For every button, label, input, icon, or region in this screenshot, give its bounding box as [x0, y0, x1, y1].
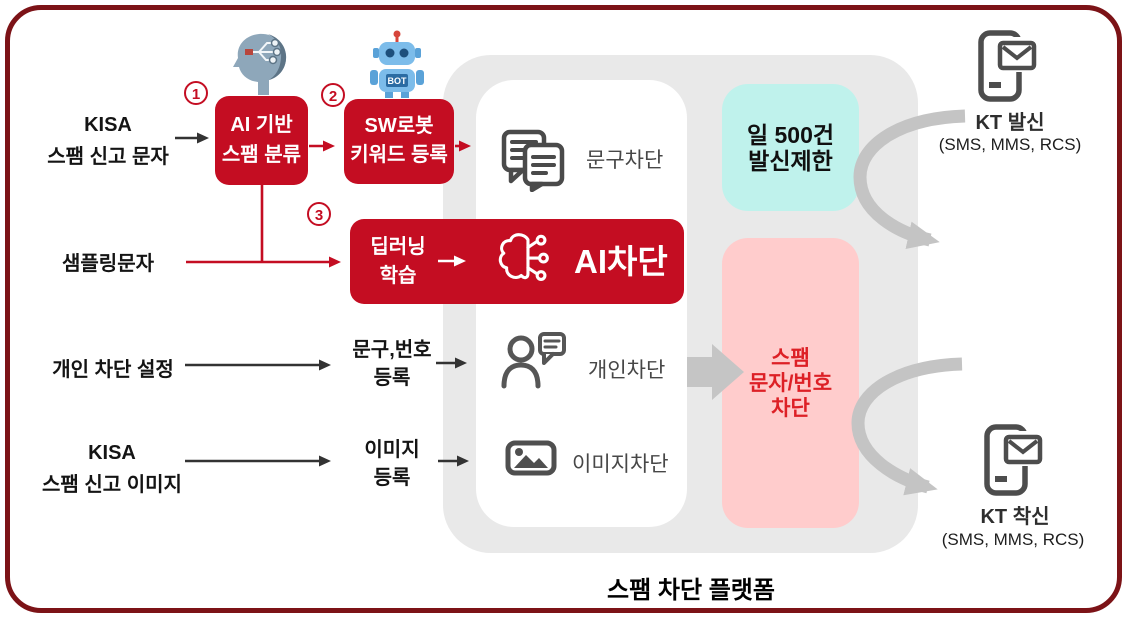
- input-kisa-image-line1: KISA: [88, 442, 136, 464]
- spam-block-line3: 차단: [771, 396, 810, 420]
- daily-limit-line2: 발신제한: [748, 147, 833, 174]
- register-phrase-line1: 문구,번호: [352, 339, 432, 361]
- input-sampling: 샘플링문자: [62, 253, 154, 275]
- input-personal-setting: 개인 차단 설정: [52, 359, 174, 381]
- ai-block-label: AI차단: [574, 243, 668, 280]
- inbound-sub-label: (SMS, MMS, RCS): [941, 530, 1085, 549]
- ai-classify-box: AI 기반 스팸 분류: [215, 96, 308, 185]
- platform-title: 스팸 차단 플랫폼: [607, 577, 775, 604]
- person-block-icon: [500, 332, 570, 394]
- deep-learning-label: 딥러닝 학습: [352, 233, 444, 291]
- filter-personal-label: 개인차단: [588, 359, 666, 382]
- deep-learning-line2: 학습: [379, 265, 417, 287]
- ai-block-bar: 딥러닝 학습 AI차단: [350, 219, 684, 304]
- filter-image-label: 이미지차단: [572, 453, 669, 476]
- input-kisa-sms-line1: KISA: [84, 114, 132, 136]
- daily-limit-box: 일 500건 발신제한: [722, 84, 859, 211]
- step-3-badge: 3: [307, 202, 331, 226]
- register-image-line2: 등록: [373, 467, 411, 489]
- outbound-label: KT 발신: [975, 112, 1045, 134]
- input-kisa-sms: KISA 스팸 신고 문자: [28, 109, 188, 173]
- brain-icon: [496, 229, 558, 293]
- input-kisa-sms-line2: 스팸 신고 문자: [47, 146, 169, 168]
- message-block-icon: [500, 128, 566, 192]
- register-phrase-number: 문구,번호 등록: [342, 336, 442, 392]
- robot-chest-label: BOT: [388, 76, 408, 86]
- step-2-badge: 2: [321, 83, 345, 107]
- register-image-line1: 이미지: [364, 439, 420, 461]
- sw-robot-box: SW로봇 키워드 등록: [344, 99, 454, 184]
- sw-robot-line1: SW로봇: [364, 115, 434, 137]
- step-1-badge: 1: [184, 81, 208, 105]
- ai-classify-line2: 스팸 분류: [221, 144, 302, 166]
- register-image: 이미지 등록: [352, 436, 432, 492]
- outbound-sub-label: (SMS, MMS, RCS): [938, 135, 1082, 154]
- spam-block-line1: 스팸: [771, 346, 810, 370]
- sw-robot-line2: 키워드 등록: [350, 144, 448, 166]
- image-block-icon: [505, 440, 557, 476]
- register-phrase-line2: 등록: [373, 367, 411, 389]
- phone-message-icon-outbound: [974, 28, 1038, 106]
- inbound-label: KT 착신: [980, 506, 1050, 528]
- ai-head-icon: [228, 28, 298, 96]
- robot-icon: BOT: [366, 30, 428, 100]
- ai-classify-line1: AI 기반: [230, 114, 293, 136]
- spam-block-box: 스팸 문자/번호 차단: [722, 238, 859, 528]
- deep-learning-line1: 딥러닝: [370, 236, 426, 258]
- phone-message-icon-inbound: [980, 422, 1044, 500]
- input-kisa-image-line2: 스팸 신고 이미지: [42, 474, 182, 496]
- filter-phrase-label: 문구차단: [586, 149, 664, 172]
- daily-limit-line1: 일 500건: [746, 121, 835, 148]
- spam-block-line2: 문자/번호: [748, 371, 833, 395]
- input-kisa-image: KISA 스팸 신고 이미지: [22, 437, 202, 501]
